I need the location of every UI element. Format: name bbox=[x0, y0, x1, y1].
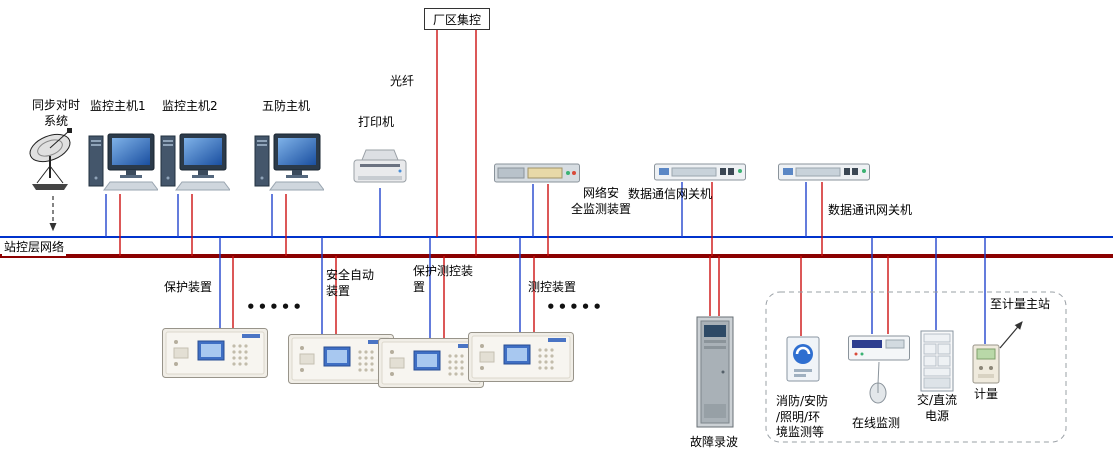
auxiliary-group-box bbox=[765, 291, 1067, 443]
fault-recorder-label: 故障录波 bbox=[690, 435, 739, 449]
monitor-host1-label: 监控主机1 bbox=[90, 99, 146, 113]
fire-security-label: 消防/安防 /照明/环 境监测等 bbox=[776, 394, 829, 440]
printer-label: 打印机 bbox=[358, 115, 395, 129]
to-metering-station-label: 至计量主站 bbox=[990, 297, 1051, 311]
protection-control-device-unit bbox=[378, 338, 484, 388]
to-metering-arrow bbox=[999, 321, 1023, 349]
online-monitoring-device bbox=[848, 335, 910, 361]
gateway1-label: 数据通信网关机 bbox=[628, 187, 713, 201]
protection-device-label: 保护装置 bbox=[164, 280, 213, 294]
ellipsis-right: ••••• bbox=[546, 298, 604, 316]
lower-connectors bbox=[219, 237, 986, 344]
acdc-power-cabinet bbox=[920, 330, 954, 392]
gateway1-device bbox=[654, 163, 746, 181]
network-security-label: 网络安 全监测装置 bbox=[570, 186, 631, 216]
fire-security-device bbox=[786, 336, 820, 382]
five-prevention-workstation bbox=[254, 133, 324, 191]
fiber-label: 光纤 bbox=[390, 74, 415, 88]
monitor-host2-label: 监控主机2 bbox=[162, 99, 218, 113]
sensor-cable bbox=[877, 361, 880, 385]
monitor-host1-workstation bbox=[88, 133, 158, 191]
monitor-host2-workstation bbox=[160, 133, 230, 191]
gateway2-label: 数据通讯网关机 bbox=[828, 203, 913, 217]
station-network-label: 站控层网络 bbox=[2, 240, 67, 256]
online-monitoring-label: 在线监测 bbox=[852, 416, 901, 430]
safety-auto-device-unit bbox=[288, 334, 394, 384]
network-security-device bbox=[494, 163, 580, 183]
five-prevention-label: 五防主机 bbox=[262, 99, 311, 113]
sync-system-label: 同步对时 系统 bbox=[31, 98, 80, 128]
ellipsis-left: ••••• bbox=[246, 298, 304, 316]
upper-connectors bbox=[105, 182, 823, 256]
printer-device bbox=[353, 149, 407, 183]
protection-device-unit bbox=[162, 328, 268, 378]
plant-control-node: 厂区集控 bbox=[424, 8, 490, 30]
metering-device bbox=[972, 344, 1000, 384]
metering-label: 计量 bbox=[974, 387, 999, 401]
fiber-links bbox=[436, 30, 477, 256]
protection-control-label: 保护测控装 置 bbox=[413, 264, 474, 294]
sensor-probe-icon bbox=[869, 382, 887, 404]
acdc-power-label: 交/直流 电源 bbox=[916, 393, 958, 423]
control-device-label: 测控装置 bbox=[528, 280, 577, 294]
control-device-unit bbox=[468, 332, 574, 382]
fault-recorder-cabinet bbox=[696, 316, 734, 428]
safety-auto-label: 安全自动 装置 bbox=[326, 268, 375, 298]
gateway2-device bbox=[778, 163, 870, 181]
satellite-dish-icon bbox=[25, 128, 75, 191]
